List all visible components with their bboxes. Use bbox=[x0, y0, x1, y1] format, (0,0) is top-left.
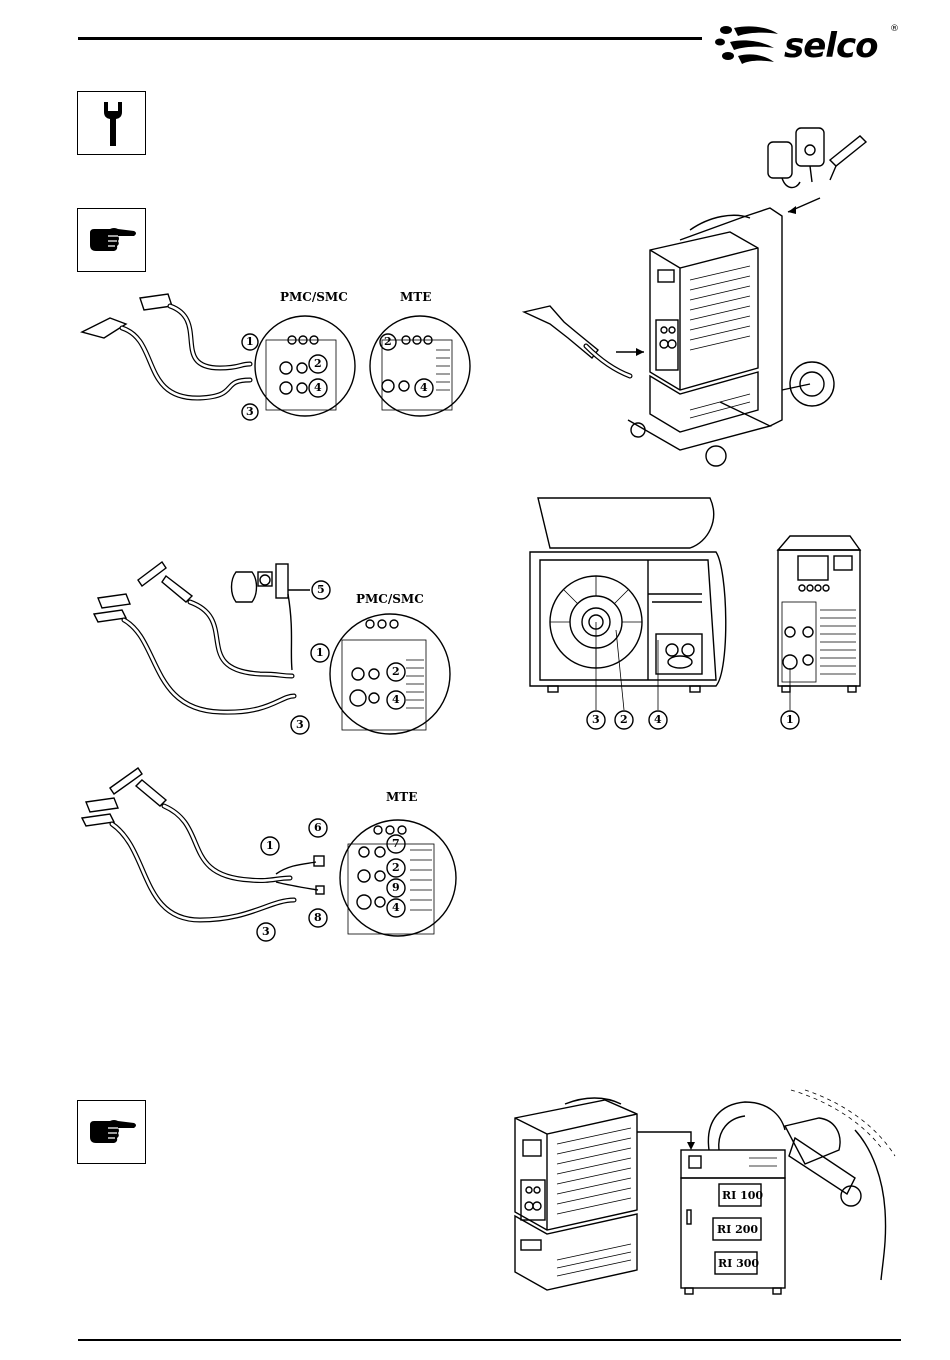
callout-1: 1 bbox=[316, 646, 324, 659]
figure-machine-on-cart bbox=[520, 120, 890, 475]
figure-mma-connection: PMC/SMC MTE 1 3 2 4 2 4 bbox=[70, 280, 480, 430]
machine-cart-drawing bbox=[520, 120, 890, 475]
callout-4: 4 bbox=[654, 713, 662, 726]
callout-2: 2 bbox=[620, 713, 628, 726]
callout-4: 4 bbox=[392, 693, 400, 706]
rack-label-ri100: RI 100 bbox=[722, 1189, 763, 1202]
header-rule bbox=[78, 37, 702, 40]
rack-label-ri200: RI 200 bbox=[717, 1223, 758, 1236]
rack-label-ri300: RI 300 bbox=[718, 1257, 759, 1270]
note-icon-box-1 bbox=[77, 208, 146, 272]
pointing-hand-icon bbox=[88, 225, 138, 255]
wrench-icon bbox=[98, 100, 128, 148]
callout-3: 3 bbox=[262, 925, 270, 938]
figure-tig-mte-connection: MTE 1 6 8 3 7 2 bbox=[80, 760, 460, 950]
brand-name: selco bbox=[784, 26, 877, 66]
callout-2: 2 bbox=[314, 357, 322, 370]
wire-feeder-drawing bbox=[520, 490, 870, 740]
logo-mark-icon bbox=[712, 22, 782, 68]
tig-pmc-drawing bbox=[80, 550, 460, 750]
footer-rule bbox=[78, 1339, 901, 1341]
callout-1: 1 bbox=[786, 713, 794, 726]
callout-7: 7 bbox=[392, 837, 400, 850]
figure-robot-interface bbox=[505, 1090, 905, 1300]
callout-3: 3 bbox=[592, 713, 600, 726]
mma-cables-drawing bbox=[70, 280, 480, 430]
callout-6: 6 bbox=[314, 821, 322, 834]
callout-1: 1 bbox=[246, 335, 254, 348]
brand-logo: selco ® bbox=[712, 18, 912, 70]
pointing-hand-icon bbox=[88, 1117, 138, 1147]
registered-mark: ® bbox=[890, 24, 899, 34]
callout-5: 5 bbox=[317, 583, 325, 596]
callout-2-mte: 2 bbox=[384, 335, 392, 348]
callout-8: 8 bbox=[314, 911, 322, 924]
callout-4-mte: 4 bbox=[420, 381, 428, 394]
callout-2: 2 bbox=[392, 861, 400, 874]
callout-4: 4 bbox=[314, 381, 322, 394]
figure-tig-pmc-connection: PMC/SMC 5 1 3 2 4 bbox=[80, 550, 460, 750]
tig-mte-drawing bbox=[80, 760, 460, 950]
maintenance-icon-box bbox=[77, 91, 146, 155]
figure-wire-feeder: 3 2 4 1 bbox=[520, 490, 870, 740]
callout-9: 9 bbox=[392, 881, 400, 894]
note-icon-box-2 bbox=[77, 1100, 146, 1164]
callout-3: 3 bbox=[246, 405, 254, 418]
callout-4: 4 bbox=[392, 901, 400, 914]
callout-2: 2 bbox=[392, 665, 400, 678]
robot-interface-drawing bbox=[505, 1090, 905, 1300]
callout-3: 3 bbox=[296, 718, 304, 731]
callout-1: 1 bbox=[266, 839, 274, 852]
